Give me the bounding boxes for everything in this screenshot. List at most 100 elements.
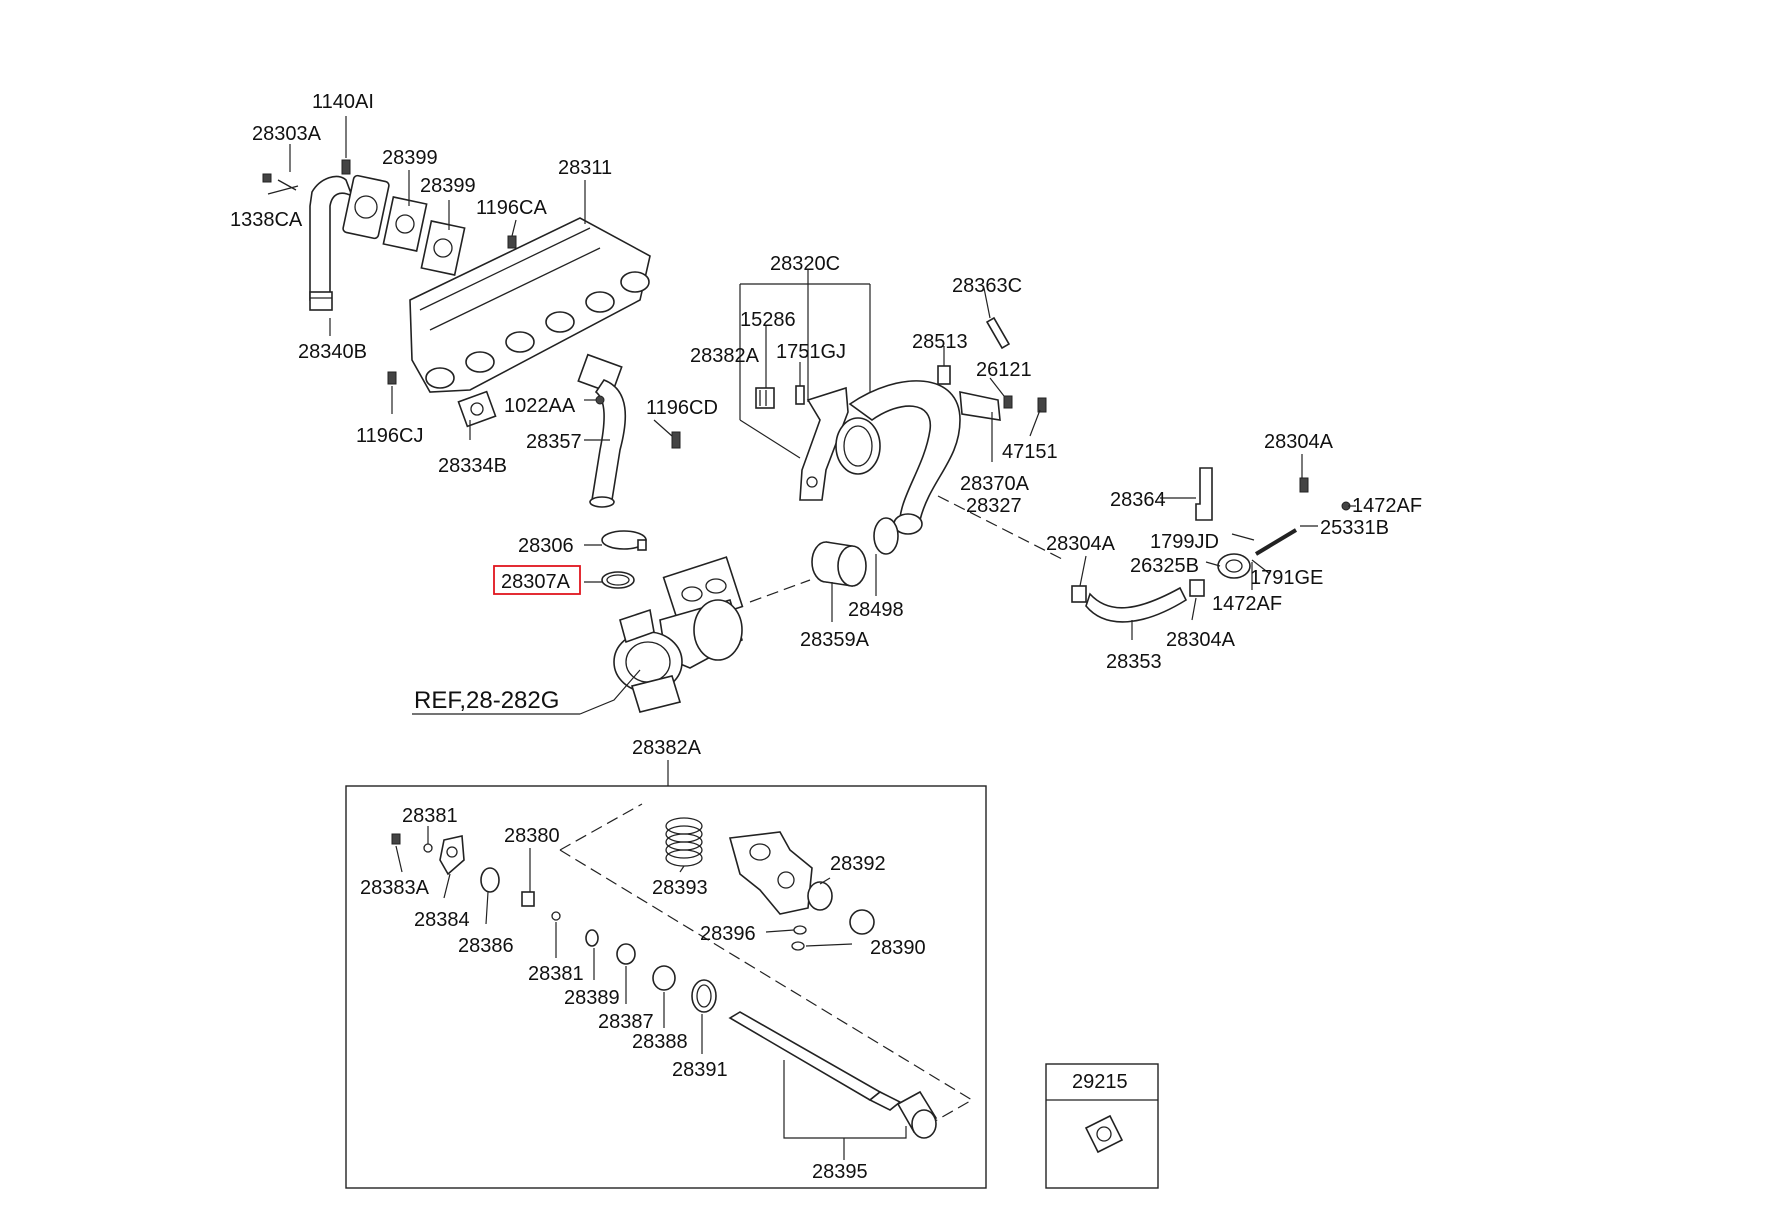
label-28304A-bot: 28304A (1166, 629, 1236, 651)
intake-hose-28320C (835, 380, 961, 535)
bolt-1338CA (262, 173, 297, 191)
clip-1751GJ (795, 385, 805, 405)
oring-28381-b (551, 911, 561, 921)
label-28307A: 28307A (501, 571, 571, 593)
label-28389: 28389 (564, 987, 620, 1009)
gasket-28399-b (420, 220, 466, 276)
bolt-1196CD (671, 431, 681, 449)
label-1196CJ: 1196CJ (356, 425, 423, 447)
label-28334B: 28334B (438, 455, 507, 477)
bolt-28383A (391, 833, 401, 845)
pipe-1791GE (1254, 528, 1298, 556)
label-1022AA: 1022AA (504, 395, 576, 417)
label-28304A-top: 28304A (1264, 431, 1334, 453)
hose-28353 (1085, 586, 1188, 623)
label-28391: 28391 (672, 1059, 728, 1081)
shaft-28395 (728, 1011, 882, 1101)
clamp-28498 (873, 517, 899, 555)
label-28311: 28311 (558, 157, 612, 179)
clamp-28304A-mid (1071, 585, 1087, 603)
actuator-bracket (799, 386, 849, 501)
label-26121: 26121 (976, 359, 1032, 381)
leader-lines-top (267, 116, 1356, 715)
label-28363C: 28363C (952, 275, 1022, 297)
bushing-28390 (849, 909, 875, 935)
bolt-1196CA (507, 235, 517, 249)
label-28386: 28386 (458, 935, 514, 957)
bolt-1140AI (341, 159, 351, 175)
spring-28393 (665, 817, 703, 867)
bushing-28388 (652, 965, 676, 991)
exhaust-manifold-28311 (409, 217, 651, 393)
bolt-26121 (1003, 395, 1013, 409)
bolt-28304A-top (1299, 477, 1309, 493)
label-1140AI: 1140AI (312, 91, 374, 113)
bracket-28364 (1195, 467, 1213, 521)
nut-28380 (521, 891, 535, 907)
detail-box-28382A (345, 785, 987, 1189)
gasket-28399-a (382, 196, 428, 252)
label-28392: 28392 (830, 853, 886, 875)
label-1751GJ: 1751GJ (776, 341, 846, 363)
label-28357: 28357 (526, 431, 582, 453)
valve-26325B (1217, 553, 1251, 579)
link-28363C (985, 316, 1011, 350)
label-29215: 29215 (1072, 1071, 1128, 1093)
washer-28396 (793, 925, 807, 935)
detail-parts (391, 817, 938, 1139)
bolt-1022AA (595, 395, 605, 405)
gasket-28307A (601, 571, 635, 589)
spacer-28513 (937, 365, 951, 385)
label-28396: 28396 (700, 923, 756, 945)
label-28390: 28390 (870, 937, 926, 959)
label-28327: 28327 (966, 495, 1022, 517)
label-28353: 28353 (1106, 651, 1162, 673)
bolt-1196CJ (387, 371, 397, 385)
label-28388: 28388 (632, 1031, 688, 1053)
label-ref-28-282G: REF,28-282G (414, 687, 559, 714)
bushing-28389 (585, 929, 599, 947)
bracket-28370A (959, 390, 1001, 421)
highlight-box-28307A (493, 565, 581, 595)
label-28370A: 28370A (960, 473, 1030, 495)
label-28384: 28384 (414, 909, 470, 931)
label-25331B: 25331B (1320, 517, 1389, 539)
label-28383A: 28383A (360, 877, 430, 899)
label-1196CD: 1196CD (646, 397, 718, 419)
label-28399-b: 28399 (420, 175, 476, 197)
bushing-28387 (616, 943, 636, 965)
label-28395: 28395 (812, 1161, 868, 1183)
label-26325B: 26325B (1130, 555, 1199, 577)
label-28380: 28380 (504, 825, 560, 847)
hose-28359A (811, 541, 867, 587)
oil-return-pipe-28357 (577, 353, 627, 508)
label-15286: 15286 (740, 309, 796, 331)
label-28382A-top: 28382A (690, 345, 760, 367)
label-28359A: 28359A (800, 629, 870, 651)
oring-28386 (480, 867, 500, 893)
label-28382A-box: 28382A (632, 737, 702, 759)
clamp-28306 (601, 530, 647, 551)
label-28387: 28387 (598, 1011, 654, 1033)
label-1472AF-top: 1472AF (1352, 495, 1422, 517)
label-28399-a: 28399 (382, 147, 438, 169)
label-47151: 47151 (1002, 441, 1058, 463)
part-labels: 1140AI 28303A 1338CA 28399 28399 28311 1… (230, 91, 1422, 1183)
label-28364: 28364 (1110, 489, 1166, 511)
bolt-47151 (1037, 397, 1047, 413)
leader-lines-detail (395, 826, 907, 1160)
label-28306: 28306 (518, 535, 574, 557)
label-28381-b: 28381 (528, 963, 584, 985)
label-28340B: 28340B (298, 341, 367, 363)
label-28381-a: 28381 (402, 805, 458, 827)
exhaust-pipe-28340B (309, 175, 354, 311)
sensor-15286 (755, 387, 775, 409)
oring-28381-a (423, 843, 433, 853)
label-1791GE: 1791GE (1250, 567, 1323, 589)
label-1799JD: 1799JD (1150, 531, 1219, 553)
label-1338CA: 1338CA (230, 209, 303, 231)
label-28320C: 28320C (770, 253, 840, 275)
turbocharger (613, 556, 744, 713)
exhaust-flange (342, 174, 390, 240)
